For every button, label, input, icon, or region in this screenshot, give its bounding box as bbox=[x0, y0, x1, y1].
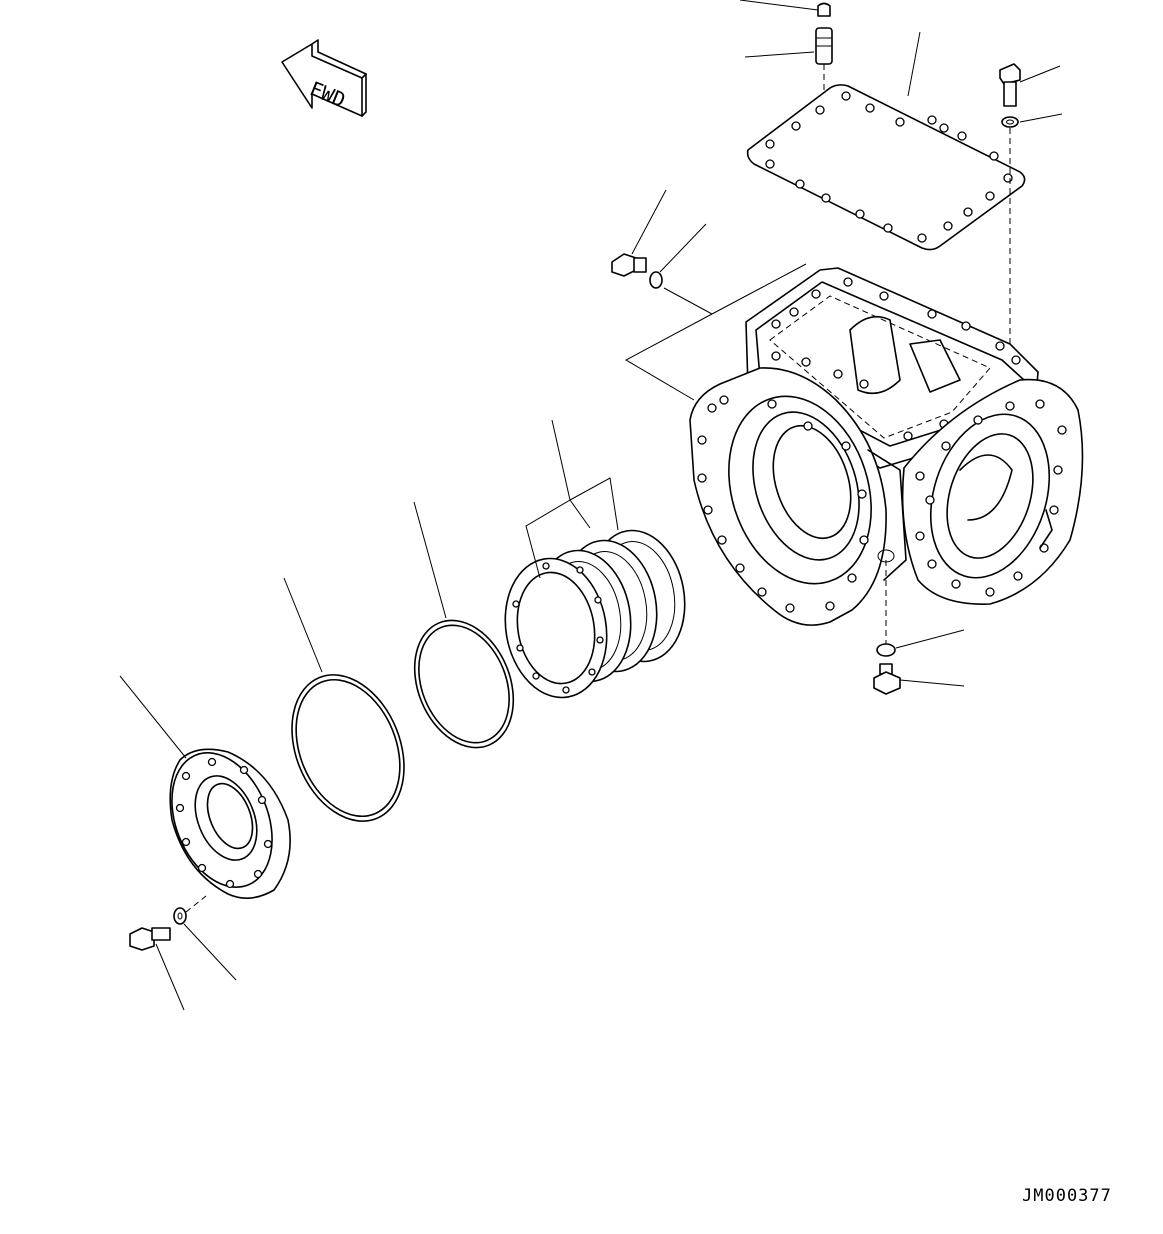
breather-cap-part bbox=[739, 0, 831, 17]
left-flange-holes bbox=[697, 395, 869, 613]
axle-housing-part bbox=[689, 267, 1084, 626]
retainer-washer-part bbox=[173, 895, 237, 981]
large-o-ring-outer-part bbox=[283, 577, 405, 822]
drain-plug-part bbox=[873, 663, 965, 695]
o-ring-small-part bbox=[649, 223, 707, 289]
cover-bolt-holes bbox=[765, 91, 1013, 243]
cover-washer-part bbox=[1001, 113, 1063, 360]
cover-bolt-part bbox=[999, 63, 1061, 107]
plug-part bbox=[611, 189, 667, 277]
shim-stack-part bbox=[504, 419, 686, 699]
drain-o-ring-part bbox=[876, 560, 965, 657]
bearing-retainer-part bbox=[119, 675, 291, 899]
breather-pipe-part bbox=[744, 27, 833, 200]
housing-leader bbox=[624, 263, 807, 401]
figure-id-label: JM000377 bbox=[1022, 1186, 1112, 1206]
retainer-holes bbox=[175, 757, 273, 889]
fwd-arrow-icon: FWD bbox=[281, 39, 367, 117]
large-o-ring-inner-part bbox=[413, 501, 515, 749]
cover-plate-part bbox=[746, 31, 1026, 251]
right-flange-holes bbox=[915, 399, 1067, 597]
shim-holes bbox=[512, 562, 604, 694]
retainer-bolt-part bbox=[129, 927, 185, 1011]
